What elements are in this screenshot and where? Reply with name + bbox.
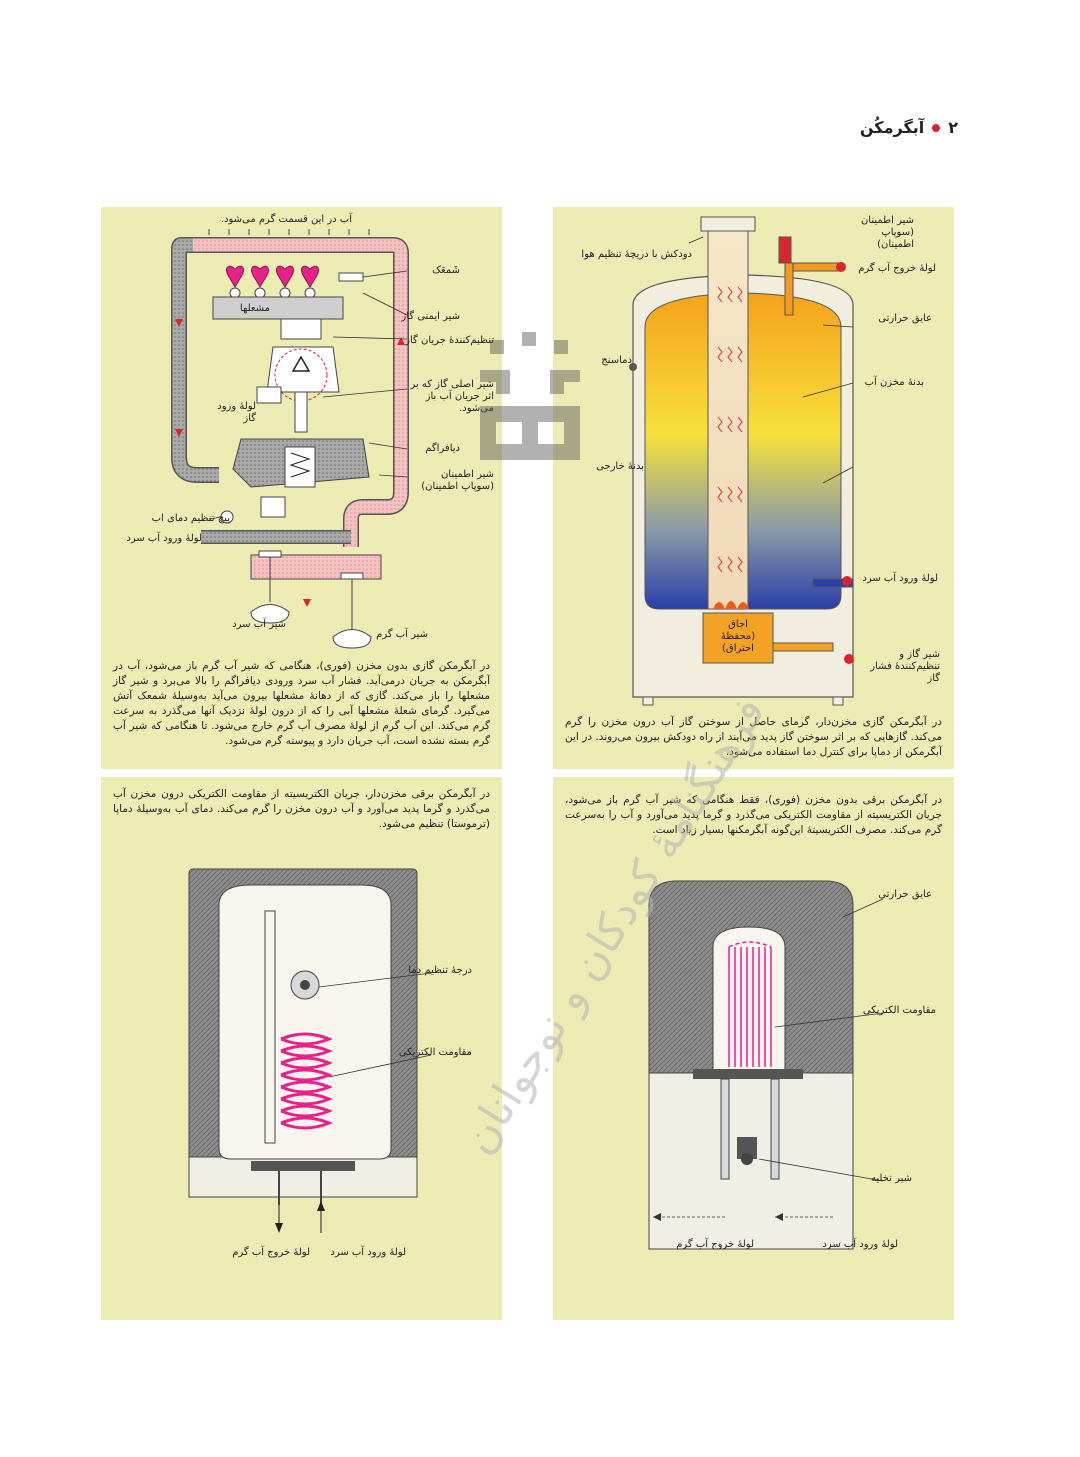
- electric-instant-diagram: [648, 880, 884, 1250]
- page-number: ۲: [948, 118, 958, 137]
- caption-electric-instant: در آبگرمکن برقی بدون مخزن (فوری)، فقط هن…: [565, 794, 942, 836]
- electric-tank-diagram: [188, 868, 432, 1233]
- label-thermostat: درجهٔ تنظیم دما: [408, 965, 472, 976]
- label-pilot: شَمعَک: [432, 265, 460, 276]
- gas-tank-diagram: [629, 216, 854, 706]
- page-header: ۲ آبگرمکُن: [860, 118, 958, 137]
- label-temp-screw: پیچ تنظیم دمای اب: [151, 513, 230, 524]
- panel-gas-instant: آب در این قسمت گرم می‌شود. شَمعَک مشعلها…: [101, 207, 502, 769]
- label-hot-outlet-instant: لولهٔ خروج آب گرم: [676, 1239, 754, 1250]
- label-hot-outlet-electric: لولهٔ خروج آب گرم: [232, 1247, 310, 1258]
- panel-gas-tank: دودکش با دریچهٔ تنظیم هوا شیر اطمینان (س…: [553, 207, 954, 769]
- label-element-instant: مقاومت الکتریکی: [862, 1005, 936, 1016]
- label-drain: شیر تخلیه: [870, 1173, 912, 1184]
- chapter-title: آبگرمکُن: [859, 118, 925, 137]
- label-outer-body: بدنهٔ خارجی: [596, 461, 644, 472]
- caption-gas-instant: در آبگرمکن گازی بدون مخزن (فوری)، هنگامی…: [113, 660, 490, 747]
- label-thermometer: دماسنج: [601, 355, 632, 366]
- caption-electric-tank: در آبگرمکن برقی مخزن‌دار، جریان الکتریسی…: [113, 788, 490, 830]
- label-main-gas-valve: شیر اصلی گاز که بر اثر جریان آب باز می‌ش…: [410, 379, 494, 414]
- label-insulation-tank: عایق حرارتی: [878, 313, 932, 324]
- label-gas-valve-tank: شیر گاز و تنظیم‌کنندهٔ فشار گاز: [870, 649, 940, 684]
- label-tank-body: بدنهٔ مخزن آب: [864, 377, 924, 388]
- label-cold-inlet-instant: لولهٔ ورود آب سرد: [822, 1239, 898, 1250]
- label-insulation-instant: عایق حرارتی: [878, 889, 932, 900]
- label-safety-valve: شیر اطمینان (سوپاپ اطمینان): [421, 469, 494, 492]
- watermark-logo: [470, 330, 590, 470]
- label-hot-tap: شیر آب گرم: [376, 629, 428, 640]
- caption-gas-tank: در آبگرمکن گازی مخزن‌دار، گرمای حاصل از …: [565, 716, 942, 758]
- label-gas-flow-regulator: تنظیم‌کنندهٔ جریان گاز: [405, 335, 494, 346]
- label-element-tank: مقاومت الکتریکی: [398, 1047, 472, 1058]
- label-safety-valve-tank: شیر اطمینان (سوپاپ اطمینان): [860, 215, 914, 250]
- label-burners: مشعلها: [239, 303, 270, 314]
- panel-electric-tank: در آبگرمکن برقی مخزن‌دار، جریان الکتریسی…: [101, 777, 502, 1320]
- label-gas-inlet: لولهٔ ورود گاز: [217, 401, 256, 424]
- label-chimney: دودکش با دریچهٔ تنظیم هوا: [581, 249, 692, 260]
- label-diaphragm: دیافراگم: [425, 443, 460, 454]
- bullet-dot: [932, 123, 941, 132]
- panel-electric-instant: در آبگرمکن برقی بدون مخزن (فوری)، فقط هن…: [553, 777, 954, 1320]
- watermark-logo-icon: [480, 332, 580, 460]
- label-cold-inlet-electric: لولهٔ ورود آب سرد: [330, 1247, 406, 1258]
- label-cold-inlet-tank: لولهٔ ورود آب سرد: [862, 573, 938, 584]
- label-hot-outlet-tank: لولهٔ خروج آب گرم: [858, 263, 936, 274]
- label-combustion: اجاق (محفظهٔ احتراق): [720, 619, 756, 654]
- label-cold-tap: شیر آب سرد: [232, 619, 286, 630]
- label-gas-safety-valve: شیر ایمنی گاز: [401, 311, 460, 322]
- label-cold-inlet: لولهٔ ورود آب سرد: [126, 533, 202, 544]
- gas-instant-diagram: [171, 229, 409, 649]
- label-top-note: آب در این قسمت گرم می‌شود.: [220, 214, 352, 225]
